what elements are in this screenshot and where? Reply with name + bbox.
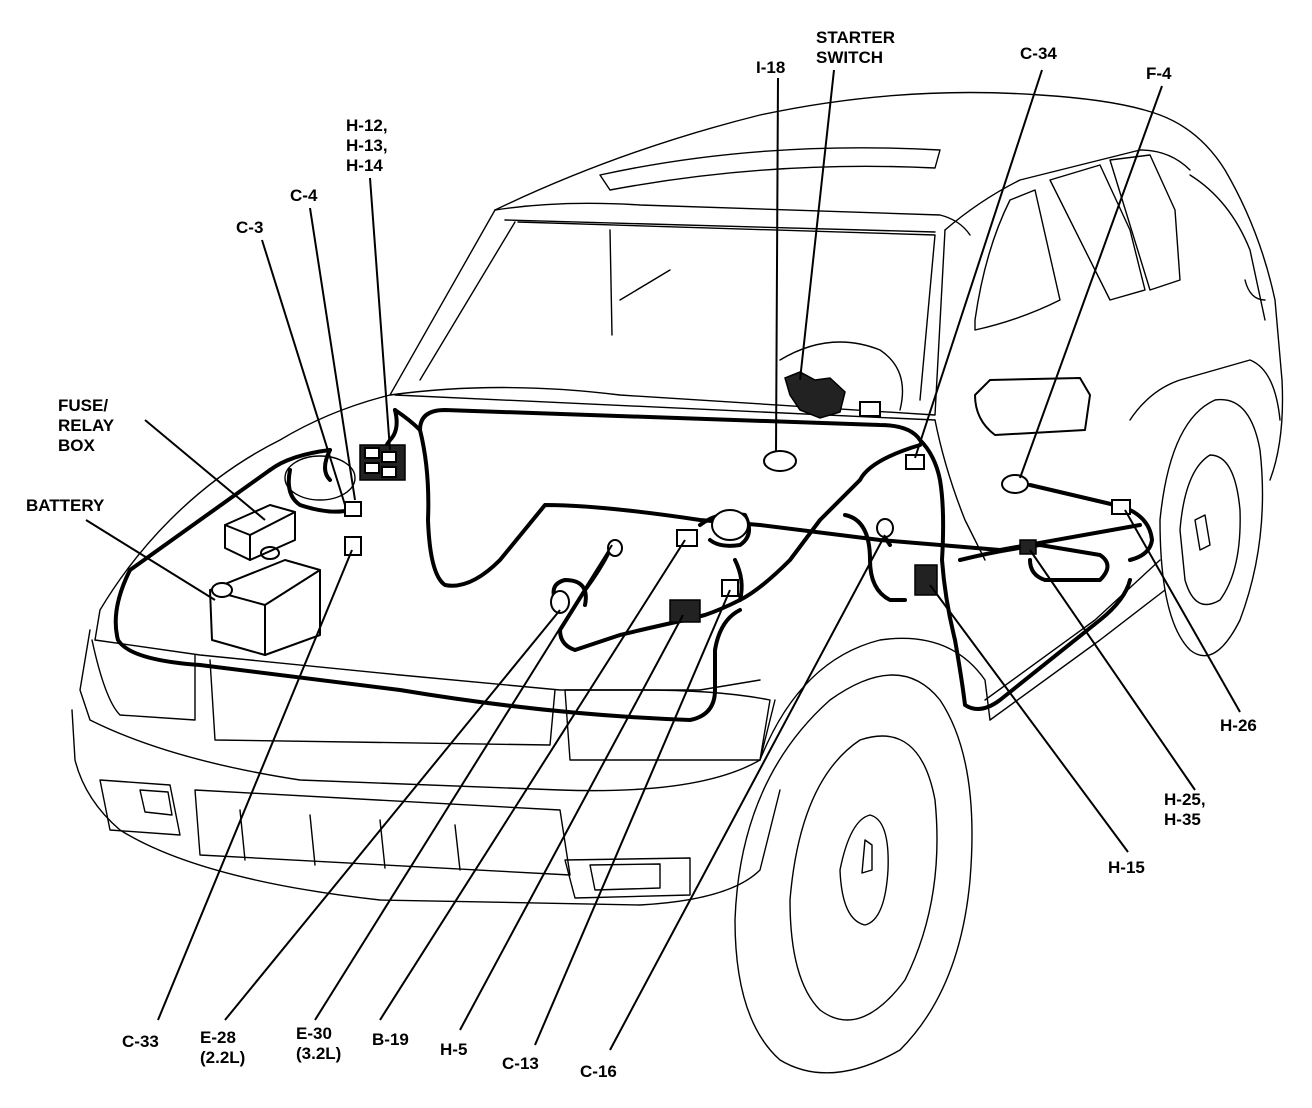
- label-e28: E-28 (2.2L): [200, 1028, 246, 1067]
- vehicle-body-outline: [71, 91, 1284, 1074]
- label-starter-switch: STARTER SWITCH: [816, 28, 896, 67]
- label-h12-h13-h14: H-12, H-13, H-14: [346, 116, 388, 175]
- label-h5: H-5: [440, 1040, 468, 1059]
- label-e30: E-30 (3.2L): [296, 1024, 342, 1063]
- label-b19: B-19: [372, 1030, 409, 1049]
- label-fuse-relay-box: FUSE/ RELAY BOX: [58, 396, 115, 455]
- fuse-relay-box-shape: [224, 504, 296, 561]
- label-h26: H-26: [1220, 716, 1257, 735]
- components: [209, 371, 1131, 656]
- wiring-harness: [113, 408, 1154, 722]
- label-h25-h35: H-25, H-35: [1164, 790, 1206, 829]
- battery-shape: [209, 559, 321, 656]
- label-c33: C-33: [122, 1032, 159, 1051]
- leader-lines: [85, 69, 1241, 1051]
- label-c3: C-3: [236, 218, 264, 237]
- label-f4: F-4: [1146, 64, 1172, 83]
- label-battery: BATTERY: [26, 496, 105, 515]
- label-c34: C-34: [1020, 44, 1057, 63]
- label-c16: C-16: [580, 1062, 617, 1081]
- label-c4: C-4: [290, 186, 318, 205]
- label-c13: C-13: [502, 1054, 539, 1073]
- label-i18: I-18: [756, 58, 786, 77]
- label-h15: H-15: [1108, 858, 1145, 877]
